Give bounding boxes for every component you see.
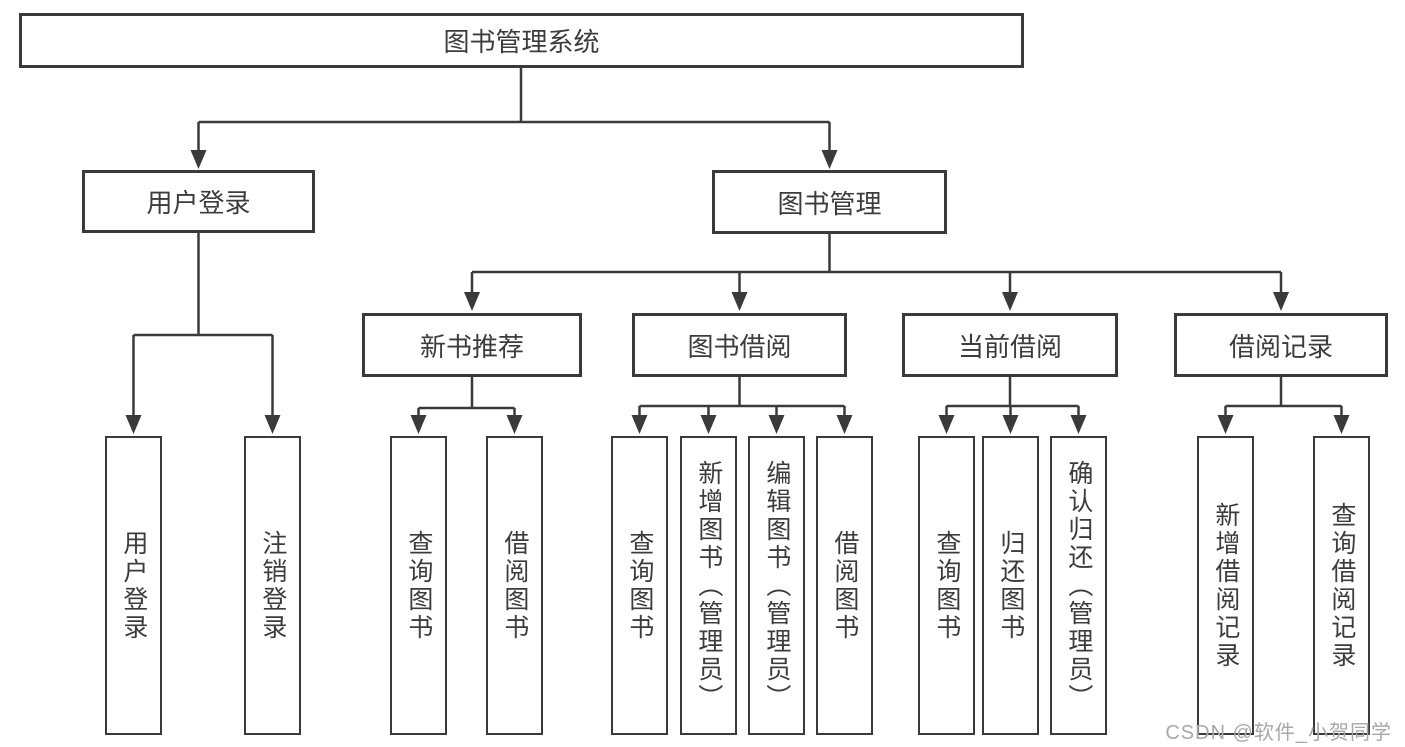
csdn-watermark: CSDN @软件_小贺同学 — [1165, 722, 1392, 744]
leaf-current-return-books: 归还图书 — [982, 436, 1039, 735]
leaf-recommend-borrow-books: 借阅图书 — [486, 436, 543, 735]
node-new-book-recommendation: 新书推荐 — [362, 313, 582, 377]
node-user-login: 用户登录 — [82, 170, 315, 233]
leaf-label: 归还图书 — [996, 529, 1025, 642]
node-borrowing-records: 借阅记录 — [1174, 313, 1388, 377]
node-label: 用户登录 — [146, 188, 251, 218]
leaf-label: 用户登录 — [119, 529, 148, 642]
leaf-borrow-add-books-admin: 新增图书（管理员） — [680, 436, 737, 735]
leaf-current-confirm-return-admin: 确认归还（管理员） — [1050, 436, 1107, 735]
leaf-label: 查询借阅记录 — [1327, 501, 1356, 670]
leaf-borrow-query-books: 查询图书 — [611, 436, 668, 735]
leaf-label: 借阅图书 — [830, 529, 859, 642]
node-label: 新书推荐 — [419, 331, 524, 362]
leaf-logout: 注销登录 — [244, 436, 301, 735]
leaf-label: 确认归还（管理员） — [1064, 459, 1093, 712]
leaf-label: 编辑图书（管理员） — [762, 459, 791, 712]
leaf-label: 查询图书 — [404, 529, 433, 642]
node-label: 图书管理 — [777, 188, 882, 219]
leaf-recommend-query-books: 查询图书 — [390, 436, 447, 735]
leaf-label: 查询图书 — [625, 529, 654, 642]
node-label: 图书借阅 — [687, 331, 792, 362]
node-label: 当前借阅 — [957, 331, 1062, 362]
node-library-management-system: 图书管理系统 — [19, 13, 1024, 68]
leaf-label: 查询图书 — [932, 529, 961, 642]
node-current-borrowing: 当前借阅 — [902, 313, 1118, 377]
node-book-borrowing: 图书借阅 — [632, 313, 847, 377]
leaf-label: 新增借阅记录 — [1211, 501, 1240, 670]
node-label: 借阅记录 — [1228, 331, 1333, 362]
node-book-management: 图书管理 — [712, 170, 947, 234]
leaf-label: 新增图书（管理员） — [694, 459, 723, 712]
leaf-label: 借阅图书 — [500, 529, 529, 642]
node-label: 图书管理系统 — [443, 27, 600, 57]
leaf-label: 注销登录 — [258, 529, 287, 642]
leaf-records-add-borrow-record: 新增借阅记录 — [1197, 436, 1254, 735]
leaf-user-login: 用户登录 — [105, 436, 162, 735]
leaf-borrow-borrow-books: 借阅图书 — [816, 436, 873, 735]
leaf-current-query-books: 查询图书 — [918, 436, 975, 735]
leaf-borrow-edit-books-admin: 编辑图书（管理员） — [748, 436, 805, 735]
leaf-records-query-borrow-record: 查询借阅记录 — [1313, 436, 1370, 735]
